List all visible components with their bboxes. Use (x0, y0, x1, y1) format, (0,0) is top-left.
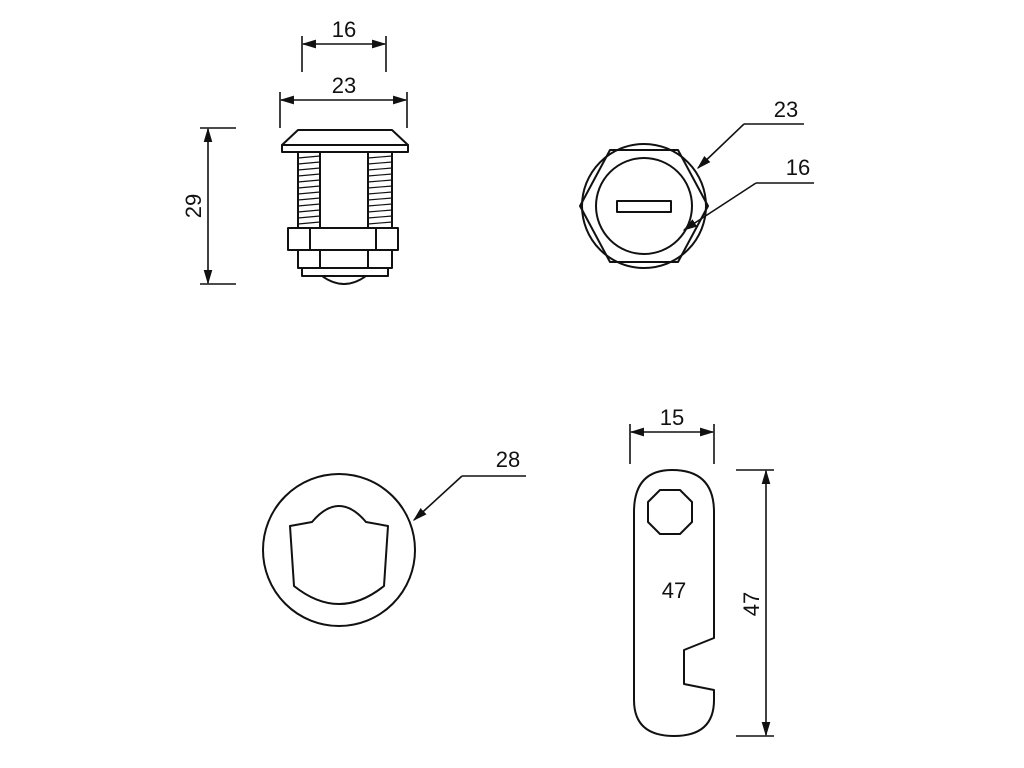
leader-16: 16 (682, 155, 814, 231)
thread-lines (297, 155, 393, 225)
dim-label-23: 23 (332, 73, 356, 98)
washer-view: 28 (262, 447, 526, 627)
dim-label-16: 16 (332, 17, 356, 42)
dimension-47-length: 47 (736, 469, 774, 737)
front-view: 23 16 (579, 97, 814, 269)
dim-label-16-front: 16 (786, 155, 810, 180)
washer-cutout (289, 505, 389, 605)
lock-body-side (281, 129, 409, 285)
key-slot (616, 200, 672, 213)
hex-outline (579, 149, 709, 263)
dim-label-15: 15 (660, 405, 684, 430)
inner-circle (595, 157, 693, 255)
side-view: 16 23 29 (181, 17, 409, 285)
dim-label-47: 47 (739, 592, 764, 616)
cam-view: 15 47 47 (629, 405, 774, 737)
outer-circle (581, 143, 707, 269)
dimension-29-height: 29 (181, 127, 236, 285)
washer-outer-circle (262, 473, 416, 627)
dimension-15: 15 (629, 405, 715, 464)
leader-23: 23 (696, 97, 804, 169)
dim-label-23-front: 23 (774, 97, 798, 122)
dimension-16-top: 16 (301, 17, 387, 72)
cam-outline (633, 469, 715, 737)
leader-28: 28 (412, 447, 526, 521)
octagon-hole (647, 489, 693, 535)
dimension-23-flange: 23 (279, 73, 408, 128)
dim-label-28: 28 (496, 447, 520, 472)
cam-inner-label-47: 47 (662, 578, 686, 603)
dim-label-29: 29 (181, 194, 206, 218)
